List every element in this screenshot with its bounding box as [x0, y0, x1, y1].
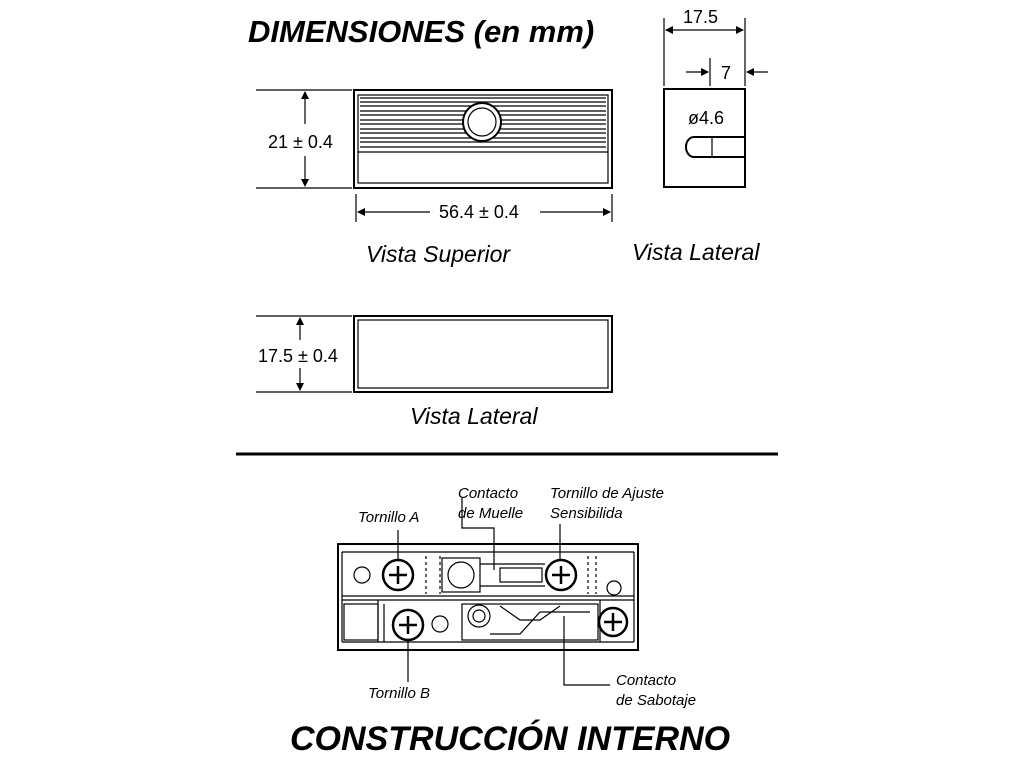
callout-screw-a: Tornillo A	[358, 509, 419, 526]
hole-offset-label: 7	[721, 63, 731, 83]
width-dimension	[663, 18, 746, 86]
callout-screw-b: Tornillo B	[368, 685, 430, 702]
top-view-hole	[462, 102, 502, 142]
height-dimension-side	[256, 315, 352, 393]
view-label-top: Vista Superior	[366, 241, 511, 267]
dimensions-heading: DIMENSIONES (en mm)	[248, 14, 594, 49]
hole-diameter-label: ø4.6	[688, 108, 724, 128]
view-label-side-bottom: Vista Lateral	[410, 403, 538, 429]
height-label-top: 21 ± 0.4	[268, 132, 333, 152]
height-label-side: 17.5 ± 0.4	[258, 346, 338, 366]
view-label-side-right: Vista Lateral	[632, 239, 760, 265]
screw-a	[381, 558, 415, 592]
top-view-drawing	[353, 89, 613, 189]
length-dimension	[355, 194, 613, 222]
callout-adjust-screw-2: Sensibilida	[550, 505, 623, 522]
bottom-side-view-drawing	[353, 315, 613, 393]
right-side-view-drawing	[663, 88, 746, 188]
callout-tamper-contact-2: de Sabotaje	[616, 692, 696, 709]
width-label: 17.5	[683, 7, 718, 27]
height-dimension-top	[256, 89, 352, 189]
hole-offset-dimension	[686, 58, 768, 86]
callout-spring-contact-2: de Muelle	[458, 505, 523, 522]
leader-lines	[397, 498, 610, 686]
construction-heading: CONSTRUCCIÓN INTERNO	[290, 720, 730, 758]
callout-tamper-contact-1: Contacto	[616, 672, 676, 689]
internal-construction-drawing	[337, 543, 639, 651]
screw-b	[391, 608, 425, 642]
length-label: 56.4 ± 0.4	[439, 202, 519, 222]
callout-adjust-screw-1: Tornillo de Ajuste	[550, 485, 664, 502]
right-screw	[597, 606, 629, 638]
adjust-screw	[544, 558, 578, 592]
callout-spring-contact-1: Contacto	[458, 485, 518, 502]
